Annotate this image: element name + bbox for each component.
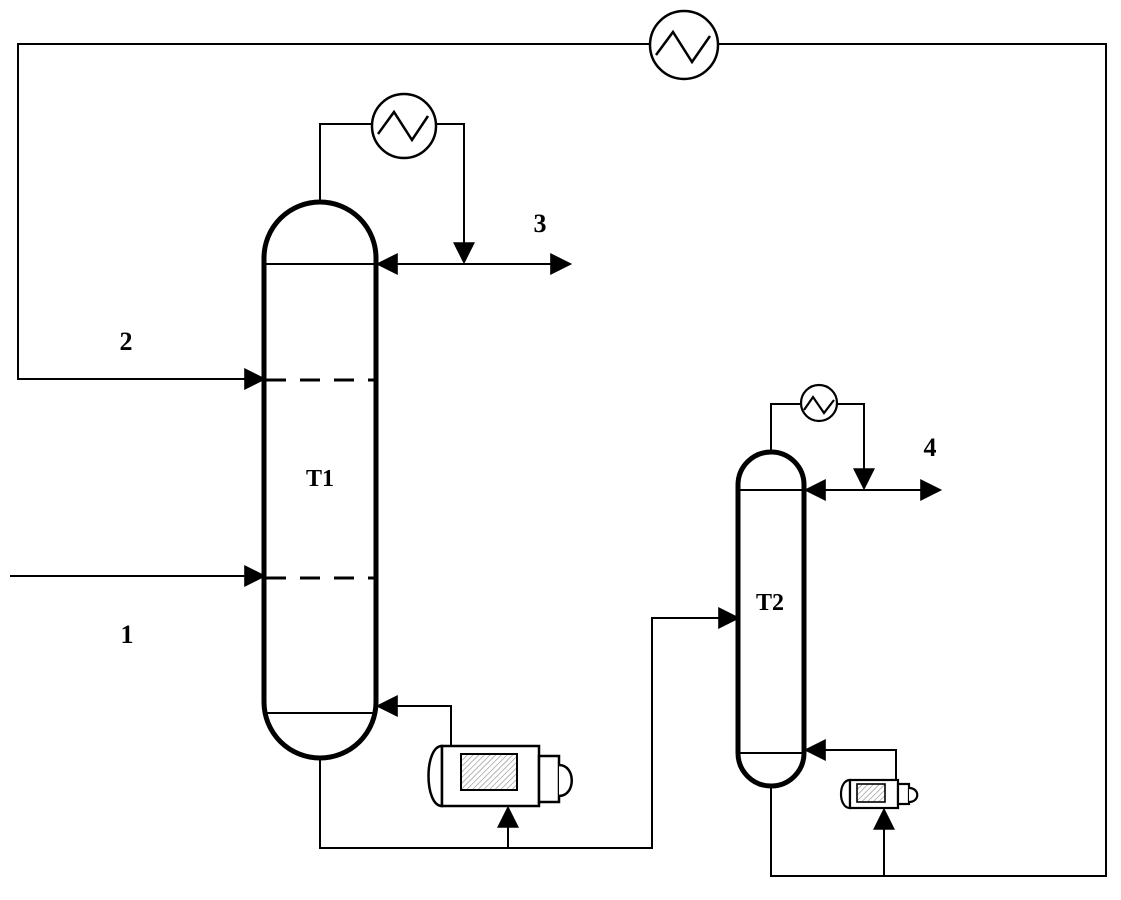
- t1-reboiler-icon: [427, 744, 573, 808]
- stream-3-label: 3: [534, 209, 547, 238]
- t2-condenser-icon: [799, 383, 839, 423]
- column-t2: [735, 449, 807, 789]
- stream-1-label: 1: [121, 620, 134, 649]
- t2-reboiler-icon: [839, 778, 919, 810]
- column-t2-label: T2: [756, 590, 784, 616]
- stream-2-label: 2: [120, 327, 133, 356]
- recycle-cooler-icon: [648, 9, 720, 81]
- column-t1-label: T1: [306, 466, 334, 492]
- stream-4-label: 4: [924, 433, 937, 462]
- stream-2-recycle-line: [17, 43, 1107, 877]
- t2-reboiler-lines: [770, 739, 897, 877]
- t1-overhead-line: [319, 123, 475, 265]
- t2-overhead-line: [770, 403, 875, 491]
- t1-condenser-icon: [370, 92, 438, 160]
- t1-reboiler-lines: [319, 607, 741, 849]
